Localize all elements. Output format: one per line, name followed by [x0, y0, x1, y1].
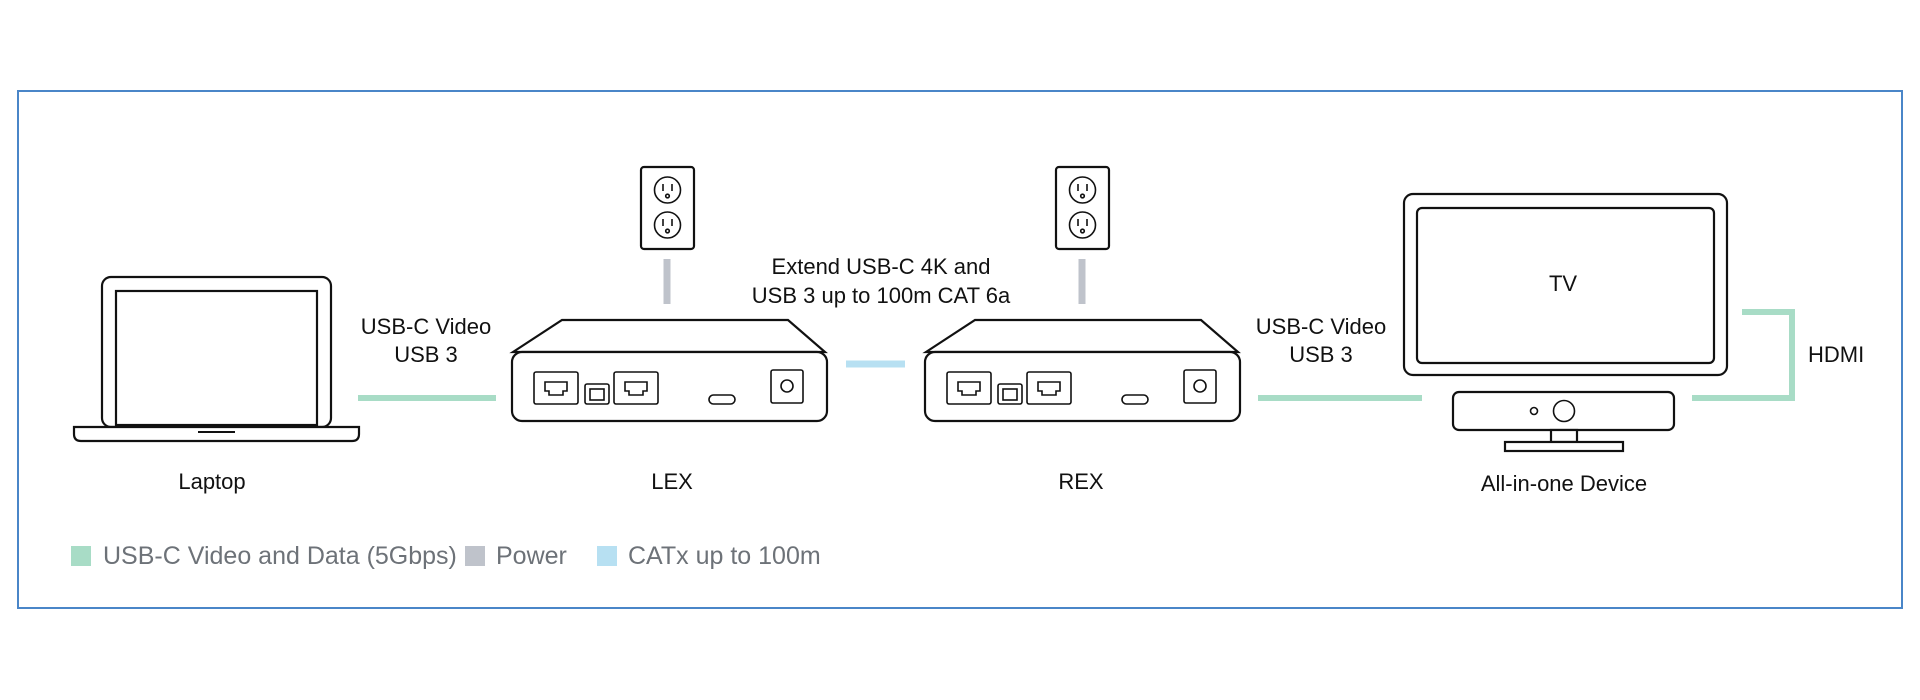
- laptop-label: Laptop: [178, 469, 245, 494]
- lex-label: LEX: [651, 469, 693, 494]
- diagram-frame: [17, 90, 1903, 609]
- legend-label-catx: CATx up to 100m: [628, 542, 821, 570]
- lex-device-icon: [509, 318, 829, 423]
- legend-swatch-power: [465, 546, 485, 566]
- rex-aio-connection-label-line1: USB-C Video: [1256, 314, 1386, 339]
- tv-icon: [1402, 192, 1729, 377]
- all-in-one-device-icon: [1451, 390, 1676, 453]
- rex-label: REX: [1058, 469, 1104, 494]
- laptop-lex-connection-label-line1: USB-C Video: [361, 314, 491, 339]
- rex-aio-connection-label-line2: USB 3: [1289, 342, 1353, 367]
- power-outlet-lex-icon: [639, 165, 696, 251]
- legend-label-usb: USB-C Video and Data (5Gbps): [103, 542, 457, 570]
- hdmi-label: HDMI: [1808, 342, 1864, 367]
- legend-swatch-usb: [71, 546, 91, 566]
- legend-swatch-catx: [597, 546, 617, 566]
- legend-label-power: Power: [496, 542, 567, 570]
- catx-note-line2: USB 3 up to 100m CAT 6a: [752, 283, 1011, 308]
- catx-note-line1: Extend USB-C 4K and: [772, 254, 991, 279]
- cables: [358, 259, 1795, 401]
- all-in-one-device-label: All-in-one Device: [1481, 471, 1647, 496]
- power-outlet-rex-icon: [1054, 165, 1111, 251]
- laptop-icon: [72, 275, 361, 443]
- legend: USB-C Video and Data (5Gbps) Power CATx …: [71, 542, 821, 570]
- tv-label: TV: [1549, 271, 1577, 296]
- hdmi-cable: [1692, 309, 1795, 401]
- rex-device-icon: [922, 318, 1242, 423]
- laptop-lex-connection-label-line2: USB 3: [394, 342, 458, 367]
